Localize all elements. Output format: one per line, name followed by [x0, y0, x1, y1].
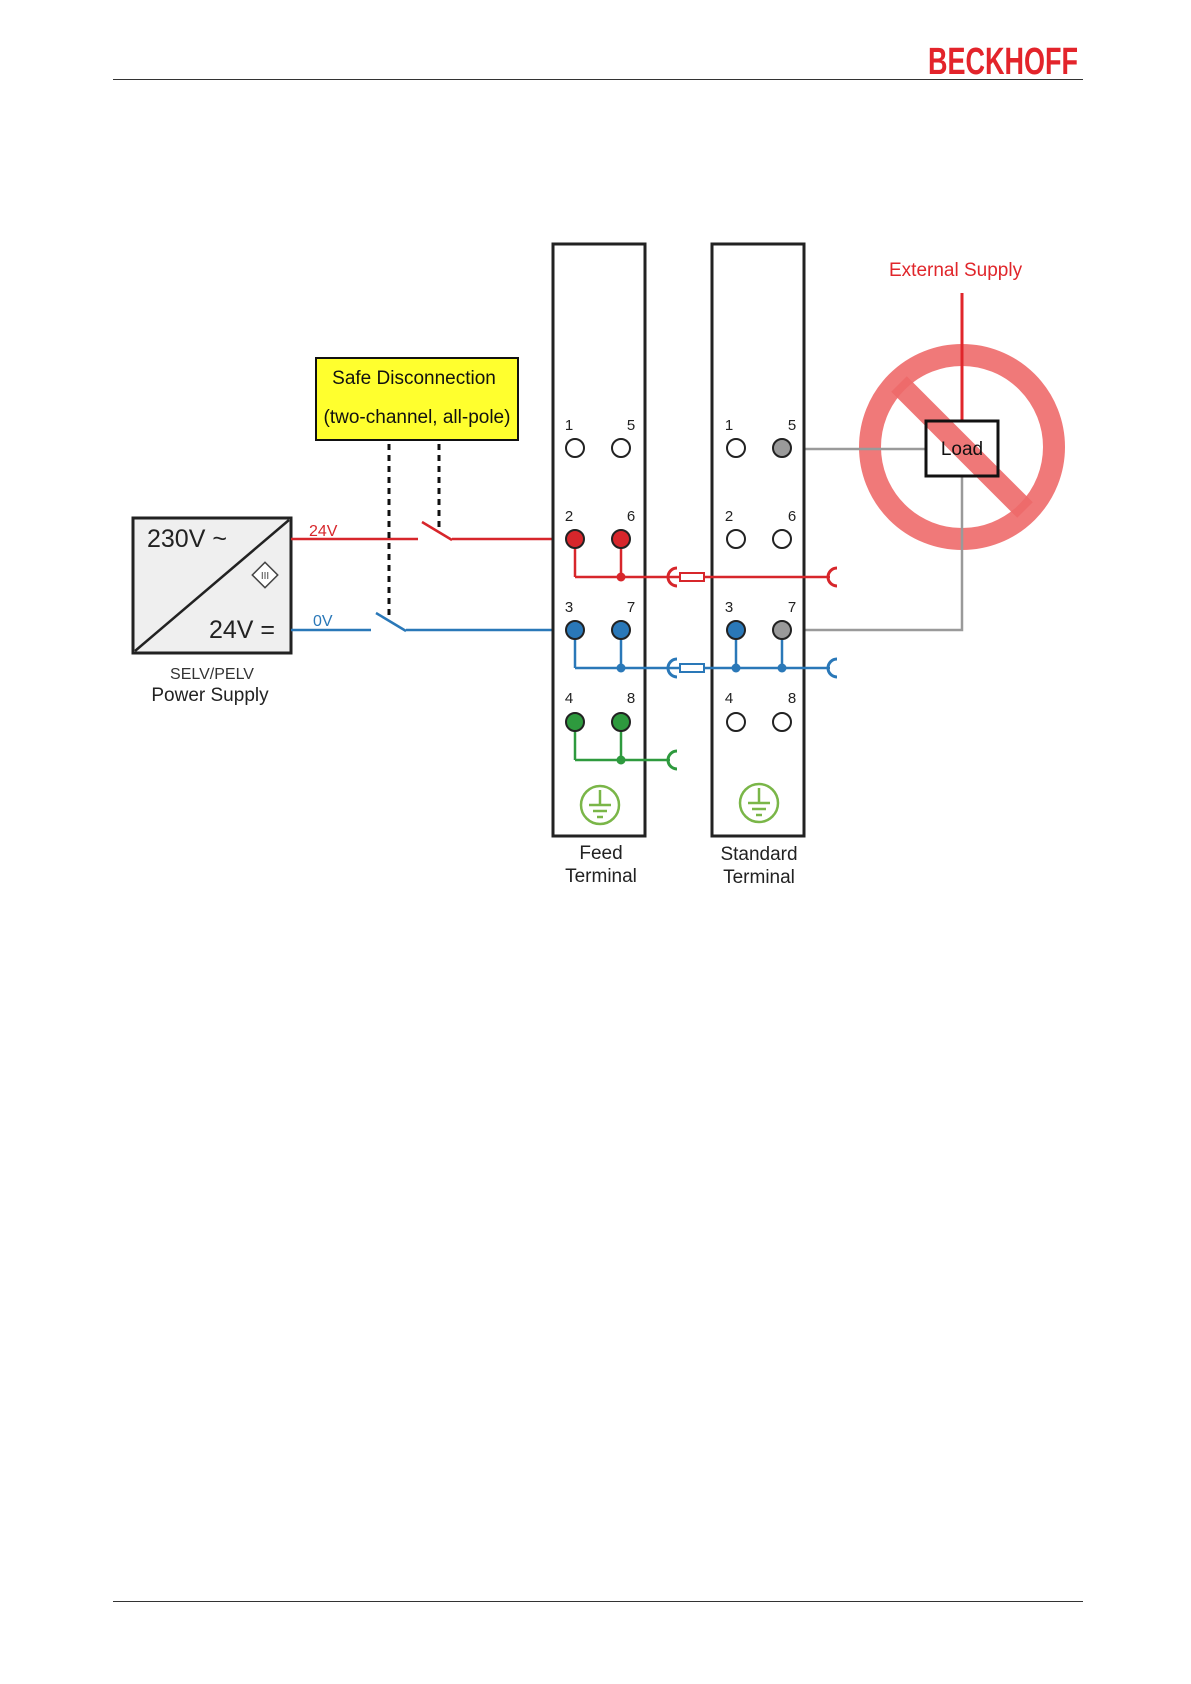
bus-0v-blade	[680, 664, 704, 672]
feed-contact-label-3: 3	[565, 599, 573, 616]
load-label: Load	[941, 439, 983, 460]
feed-terminal-caption-2: Terminal	[565, 866, 637, 887]
feed-contact-8	[612, 713, 630, 731]
feed-contact-1	[566, 439, 584, 457]
std-contact-label-4: 4	[725, 690, 733, 707]
feed-contact-5	[612, 439, 630, 457]
std-contact-label-6: 6	[788, 508, 796, 525]
switch-0v-blade	[376, 613, 406, 631]
wire-0v-label: 0V	[313, 613, 333, 630]
std-contact-label-2: 2	[725, 508, 733, 525]
std-contact-1	[727, 439, 745, 457]
std-contact-3	[727, 621, 745, 639]
std-contact-6	[773, 530, 791, 548]
bus-pe-socket	[668, 751, 677, 769]
feed-contact-label-5: 5	[627, 417, 635, 434]
psu-caption-selv: SELV/PELV	[170, 666, 254, 683]
bus-0v-socket-b	[828, 659, 837, 677]
standard-ground-icon	[740, 784, 778, 822]
std-contact-label-3: 3	[725, 599, 733, 616]
psu-output-label: 24V =	[209, 616, 275, 644]
feed-contact-label-2: 2	[565, 508, 573, 525]
class-iii-symbol: III	[261, 571, 269, 582]
psu-input-label: 230V ~	[147, 525, 227, 553]
psu-caption-power-supply: Power Supply	[151, 685, 269, 706]
switch-24v-blade	[422, 522, 452, 540]
bus-24v-socket-b	[828, 568, 837, 586]
std-contact-label-1: 1	[725, 417, 733, 434]
feed-contact-3	[566, 621, 584, 639]
bus-24v-blade	[680, 573, 704, 581]
std-contact-5	[773, 439, 791, 457]
std-contact-label-8: 8	[788, 690, 796, 707]
std-contact-2	[727, 530, 745, 548]
footer-rule	[113, 1601, 1083, 1602]
safe-disconnection-line1: Safe Disconnection	[332, 368, 496, 389]
feed-terminal-caption-1: Feed	[579, 843, 622, 864]
feed-contact-label-4: 4	[565, 690, 573, 707]
feed-contact-label-6: 6	[627, 508, 635, 525]
standard-terminal-caption-1: Standard	[720, 844, 797, 865]
feed-ground-icon	[581, 786, 619, 824]
feed-contact-7	[612, 621, 630, 639]
feed-contact-4	[566, 713, 584, 731]
feed-contact-6	[612, 530, 630, 548]
feed-contact-label-1: 1	[565, 417, 573, 434]
std-contact-label-7: 7	[788, 599, 796, 616]
feed-contact-2	[566, 530, 584, 548]
standard-terminal-caption-2: Terminal	[723, 867, 795, 888]
load-return-wire	[780, 476, 962, 630]
std-contact-8	[773, 713, 791, 731]
external-supply-label: External Supply	[889, 260, 1023, 281]
safe-disconnection-line2: (two-channel, all-pole)	[324, 407, 511, 428]
feed-contact-label-8: 8	[627, 690, 635, 707]
std-contact-4	[727, 713, 745, 731]
std-contact-7	[773, 621, 791, 639]
std-contact-label-5: 5	[788, 417, 796, 434]
wire-24v-label: 24V	[309, 523, 338, 540]
feed-contact-label-7: 7	[627, 599, 635, 616]
